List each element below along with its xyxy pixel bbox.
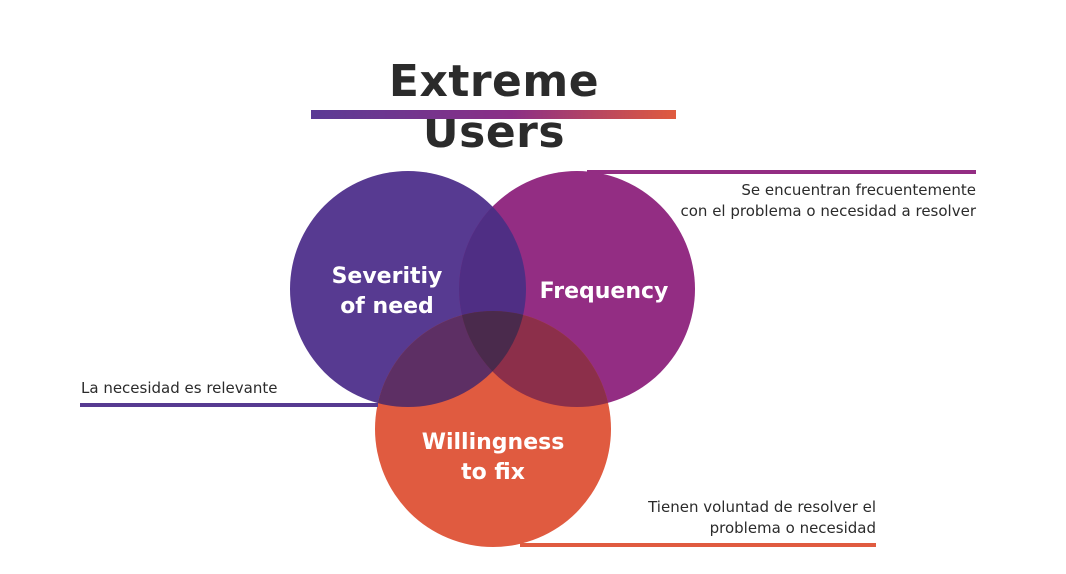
willingness-note-line2: problema o necesidad [709, 519, 876, 537]
frequency-leader-line [587, 170, 976, 174]
willingness-note: Tienen voluntad de resolver el problema … [576, 497, 876, 539]
willingness-label-line2: to fix [461, 460, 525, 485]
severity-label-line2: of need [340, 294, 434, 319]
severity-note-line1: La necesidad es relevante [81, 379, 278, 397]
overlap-severity-willingness [375, 311, 526, 407]
frequency-note: Se encuentran frecuentemente con el prob… [556, 180, 977, 222]
frequency-label: Frequency [540, 279, 669, 304]
overlap-frequency-willingness [459, 311, 611, 407]
frequency-note-line2: con el problema o necesidad a resolver [680, 202, 977, 220]
willingness-leader-line [520, 543, 876, 547]
severity-leader-line [80, 403, 378, 407]
severity-label-line1: Severitiy [332, 264, 443, 289]
severity-note: La necesidad es relevante [81, 378, 361, 399]
title-underline [311, 110, 676, 119]
willingness-label-line1: Willingness [422, 430, 565, 455]
willingness-note-line1: Tienen voluntad de resolver el [648, 498, 876, 516]
frequency-note-line1: Se encuentran frecuentemente [741, 181, 976, 199]
